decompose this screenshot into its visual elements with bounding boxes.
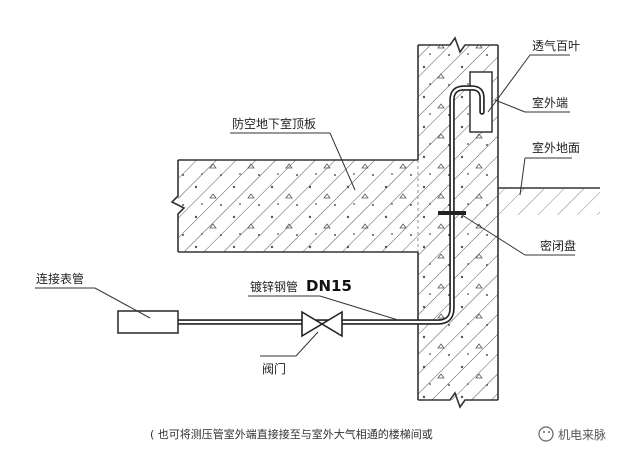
label-vent-louver: 透气百叶 <box>532 38 580 53</box>
slab-break-line <box>170 160 186 252</box>
galvanized-steel-pipe <box>175 85 485 325</box>
wall-top-break-line <box>418 36 498 54</box>
label-valve: 阀门 <box>262 361 286 376</box>
outdoor-ground <box>498 187 600 215</box>
gauge-connector-box <box>117 310 179 334</box>
roof-slab <box>170 159 418 253</box>
label-sealing-disc: 密闭盘 <box>540 238 576 253</box>
valve-symbol <box>301 310 343 338</box>
wall-bottom-break-line <box>418 391 498 409</box>
watermark: 机电来脉 <box>538 426 606 442</box>
label-air-defense-roof: 防空地下室顶板 <box>232 116 316 131</box>
label-outdoor-end: 室外端 <box>532 95 568 110</box>
label-pipe-name: 镀锌钢管 <box>250 279 298 294</box>
label-outdoor-ground: 室外地面 <box>532 140 580 155</box>
watermark-text: 机电来脉 <box>558 427 606 442</box>
diagram-caption: ( 也可将测压管室外端直接接至与室外大气相通的楼梯间或 <box>150 427 433 441</box>
label-pipe-size: DN15 <box>306 277 352 295</box>
wechat-icon <box>538 426 554 442</box>
leader-lines <box>35 54 575 357</box>
label-connect-gauge: 连接表管 <box>36 271 84 286</box>
